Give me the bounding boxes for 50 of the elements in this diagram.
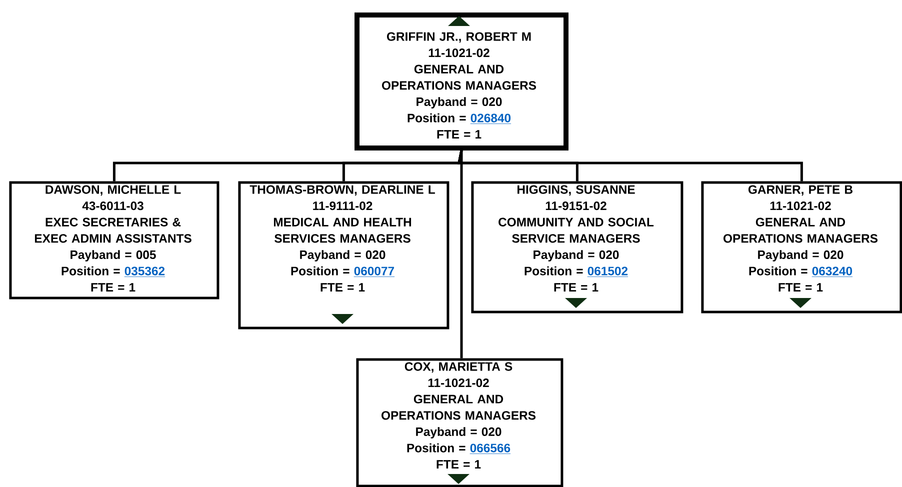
job-code: 43-6011-03 (82, 202, 144, 210)
position-link: 063240 (812, 266, 853, 277)
position-link: 061502 (587, 266, 628, 277)
payband-text: Payband = 020 (534, 250, 619, 262)
job-code: 11-9111-02 (313, 202, 372, 210)
person-name: DAWSON, MICHELLE L (46, 185, 181, 196)
job-code: 11-9151-02 (546, 202, 606, 210)
position-text: Position = (408, 113, 466, 122)
position-text: Position = (524, 266, 583, 276)
connector-line (457, 150, 803, 182)
payband-text: Payband = 020 (416, 427, 502, 438)
position-text: Position = (749, 266, 808, 276)
payband-text: Payband = 020 (758, 250, 844, 262)
position-link: 035362 (124, 266, 166, 277)
job-title: EXEC SECRETARIES & EXEC ADMIN ASSISTANTS (34, 218, 192, 243)
position-text: Position = (407, 443, 466, 452)
person-name: COX, MARIETTA S (404, 362, 512, 373)
fte-text: FTE = 1 (778, 283, 823, 292)
payband-text: Payband = 020 (416, 97, 502, 108)
job-title: GENERAL AND OPERATIONS MANAGERS (382, 64, 536, 90)
job-title: GENERAL AND OPERATIONS MANAGERS (382, 394, 536, 420)
payband-text: Payband = 005 (70, 250, 156, 262)
job-title: COMMUNITY AND SOCIAL SERVICE MANAGERS (498, 218, 654, 243)
job-code: 11-1021-02 (428, 378, 489, 388)
person-name: GARNER, PETE B (748, 185, 852, 196)
payband-text: Payband = 020 (300, 250, 386, 262)
fte-text: FTE = 1 (320, 283, 365, 292)
job-title: MEDICAL AND HEALTH SERVICES MANAGERS (274, 218, 412, 243)
person-name: GRIFFIN JR., ROBERT M (387, 32, 531, 43)
fte-text: FTE = 1 (437, 130, 482, 139)
org-box (238, 181, 450, 330)
position-link: 066566 (470, 444, 511, 454)
org-box (701, 181, 902, 314)
person-name: THOMAS-BROWN, DEARLINE L (250, 185, 435, 196)
job-code: 11-1021-02 (428, 48, 490, 58)
org-box (9, 181, 220, 300)
fte-text: FTE = 1 (554, 283, 598, 292)
job-code: 11-1021-02 (770, 202, 831, 210)
org-box (356, 358, 564, 487)
job-title: GENERAL AND OPERATIONS MANAGERS (724, 218, 878, 243)
connector-line (460, 150, 463, 358)
position-link: 026840 (470, 114, 512, 124)
position-link: 060077 (354, 266, 395, 277)
fte-text: FTE = 1 (91, 283, 136, 292)
org-box (354, 12, 568, 150)
position-text: Position = (62, 266, 120, 276)
position-text: Position = (291, 266, 350, 276)
person-name: HIGGINS, SUSANNE (518, 185, 635, 196)
fte-text: FTE = 1 (436, 460, 481, 468)
org-box (471, 181, 684, 314)
